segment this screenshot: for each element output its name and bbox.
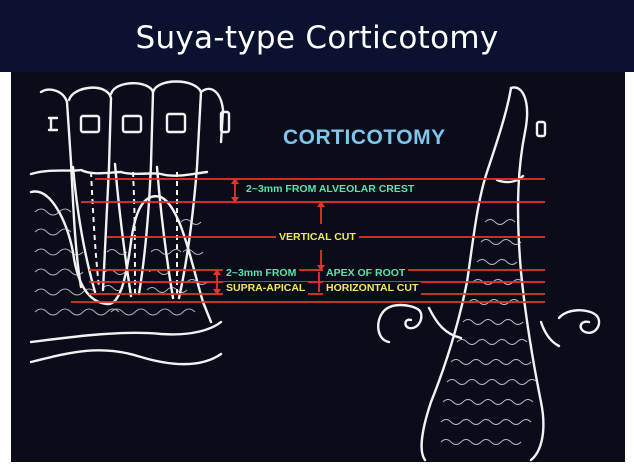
label-apex-right: APEX OF ROOT — [323, 267, 408, 280]
label-horizontal-cut: HORIZONTAL CUT — [323, 282, 421, 295]
label-vertical-cut: VERTICAL CUT — [276, 231, 359, 244]
label-alveolar-crest: 2~3mm FROM ALVEOLAR CREST — [243, 183, 417, 196]
diagram-heading: CORTICOTOMY — [283, 126, 446, 150]
title-bar: Suya-type Corticotomy — [0, 0, 634, 72]
label-supra-apical: SUPRA-APICAL — [223, 282, 308, 295]
slide-title: Suya-type Corticotomy — [0, 20, 634, 56]
label-apex-left: 2~3mm FROM — [223, 267, 299, 280]
diagram-photo: CORTICOTOMY 2~3mm FROM ALVEOLAR CREST VE… — [11, 72, 625, 462]
